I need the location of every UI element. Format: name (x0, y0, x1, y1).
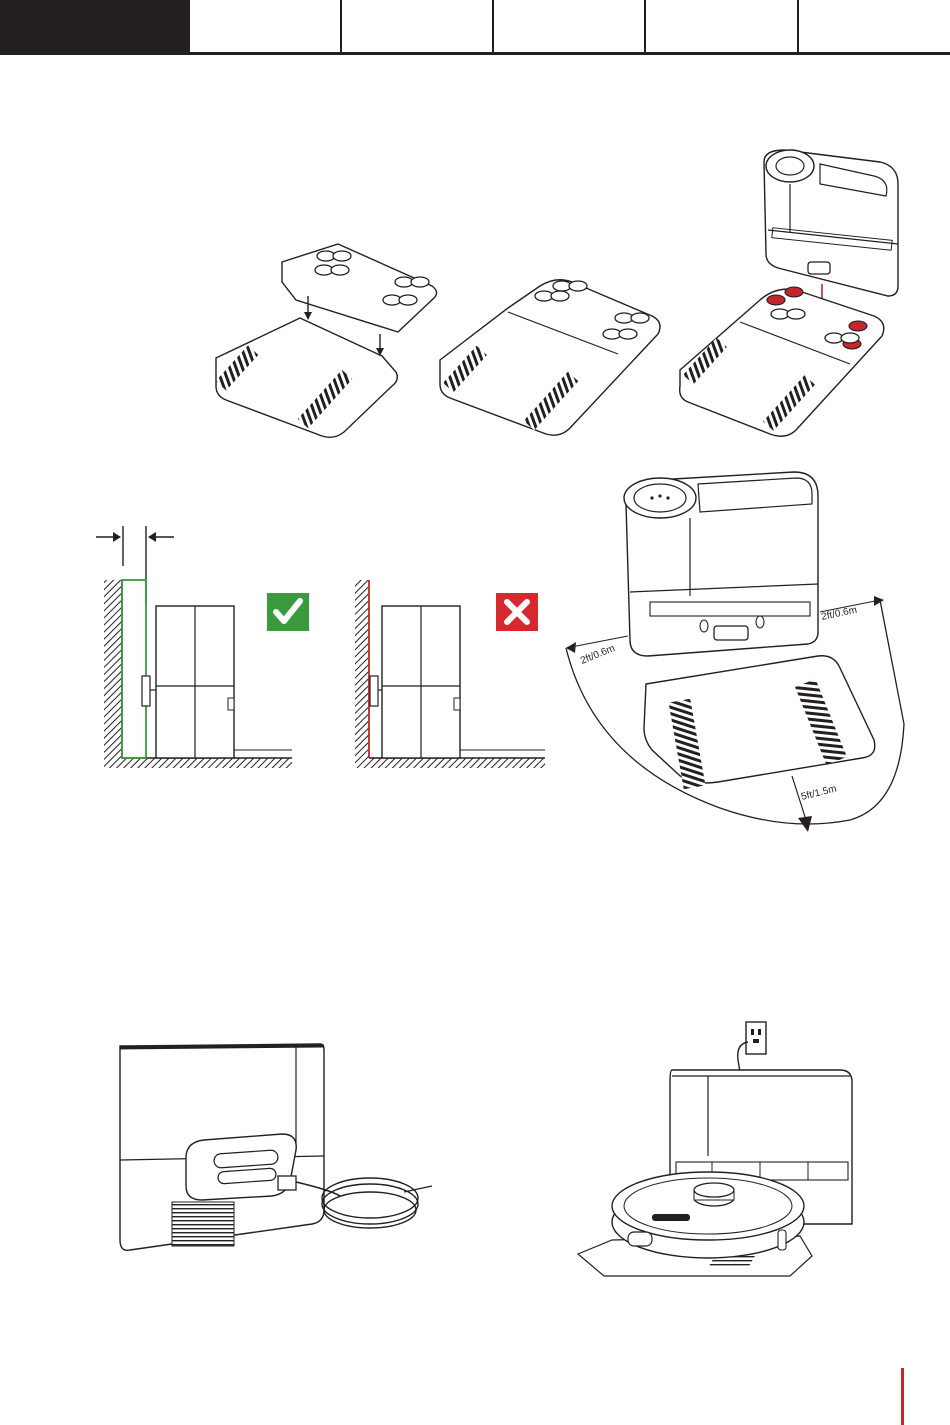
front-clearance-label: 5ft/1.5m (800, 783, 838, 802)
ramp-step-1 (216, 244, 437, 437)
left-clearance-label: 2ft/0.6m (579, 643, 617, 667)
placement-correct (104, 580, 292, 768)
clearance-diagram: 2ft/0.6m 2ft/0.6m 5ft/1.5m (566, 472, 904, 832)
ramp-step-2 (440, 280, 660, 435)
right-clearance-label: 2ft/0.6m (820, 605, 858, 623)
station-rear-cord (120, 1044, 432, 1250)
check-mark-icon (267, 593, 309, 631)
cross-mark-icon (496, 593, 538, 631)
page-edge-marker (901, 1368, 904, 1425)
ramp-step-3 (680, 150, 898, 436)
